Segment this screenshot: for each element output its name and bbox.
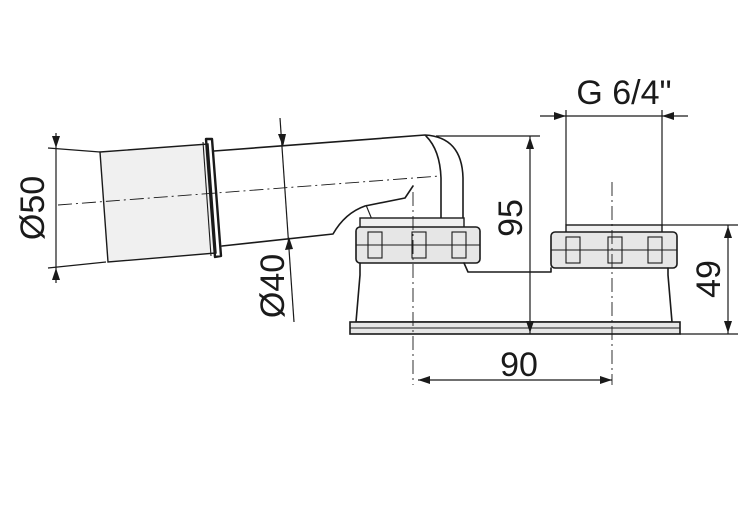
dimension-spacing: 90 <box>418 346 612 384</box>
body-outline <box>355 262 673 323</box>
outlet-socket <box>99 143 217 263</box>
inner-pipe <box>213 134 464 221</box>
label-d50: Ø50 <box>14 176 52 240</box>
right-union-nut <box>550 224 678 269</box>
dimension-nut-height: 49 <box>662 224 738 335</box>
dimension-d40: Ø40 <box>254 117 295 323</box>
socket-collar <box>204 137 223 259</box>
label-d40: Ø40 <box>254 254 292 318</box>
siphon-body <box>349 262 681 335</box>
dimension-thread: G 6/4" <box>540 74 688 225</box>
label-spacing: 90 <box>500 346 538 384</box>
pipe-centerline <box>57 175 441 206</box>
dimension-height: 95 <box>436 135 540 334</box>
label-nut-height: 49 <box>690 260 728 298</box>
label-height: 95 <box>492 199 530 237</box>
left-union-nut <box>355 217 481 264</box>
outlet-pipe <box>57 134 464 263</box>
label-thread: G 6/4" <box>576 74 671 112</box>
dimension-d50: Ø50 <box>14 133 107 283</box>
